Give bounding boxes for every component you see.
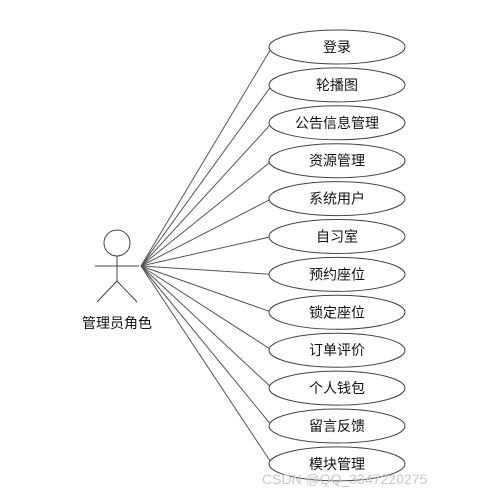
use-case: 公告信息管理 [268,105,406,141]
use-case-label: 订单评价 [309,343,365,359]
use-case-label: 自习室 [316,229,358,246]
use-case: 自习室 [268,219,406,254]
use-case: 订单评价 [268,332,406,368]
association-lines [140,46,273,465]
use-case-ellipse [268,181,406,217]
use-case-ellipse [268,408,406,444]
use-case-label: 系统用户 [309,191,365,208]
use-case-ellipse [268,294,406,330]
use-case: 留言反馈 [268,408,406,444]
use-case-ellipse [268,446,406,482]
actor-left-leg [96,280,118,303]
association-line [140,236,273,267]
use-case: 轮播图 [268,67,406,103]
actor-label: 管理员角色 [82,315,152,332]
use-case-label: 登录 [323,40,351,56]
use-case: 预约座位 [268,256,406,292]
association-line [140,265,273,427]
actor-head [103,229,131,257]
association-line [140,122,273,267]
use-case-label: 资源管理 [309,154,365,170]
watermark: CSDN @QQ_3347220275 [262,471,427,487]
use-case-ellipse [268,332,406,368]
association-line [140,160,273,267]
use-cases: 登录轮播图公告信息管理资源管理系统用户自习室预约座位锁定座位订单评价个人钱包留言… [268,29,406,482]
use-case: 系统用户 [268,181,406,217]
use-case-label: 留言反馈 [309,419,365,435]
actor-right-leg [116,280,138,303]
use-case-ellipse [268,370,406,406]
actor: 管理员角色 [82,229,152,332]
use-case-label: 轮播图 [316,78,358,94]
use-case-label: 个人钱包 [309,381,365,397]
use-case-label: 预约座位 [309,267,365,283]
use-case-ellipse [268,143,406,179]
use-case-ellipse [268,29,406,65]
use-case-label: 锁定座位 [309,305,365,321]
use-case-ellipse [268,256,406,292]
association-line [140,46,273,267]
use-case: 模块管理 [268,446,406,482]
association-line [140,84,273,267]
association-line [140,265,273,351]
use-case-label: 公告信息管理 [295,115,379,132]
use-case: 登录 [268,29,406,65]
use-case-ellipse [268,219,406,254]
use-case: 资源管理 [268,143,406,179]
use-case-label: 模块管理 [309,457,365,473]
use-case-ellipse [268,105,406,141]
association-line [140,265,273,465]
use-case-ellipse [268,67,406,103]
association-line [140,198,273,267]
use-case: 锁定座位 [268,294,406,330]
association-line [140,265,273,275]
use-case: 个人钱包 [268,370,406,406]
association-line [140,265,273,313]
association-line [140,265,273,389]
